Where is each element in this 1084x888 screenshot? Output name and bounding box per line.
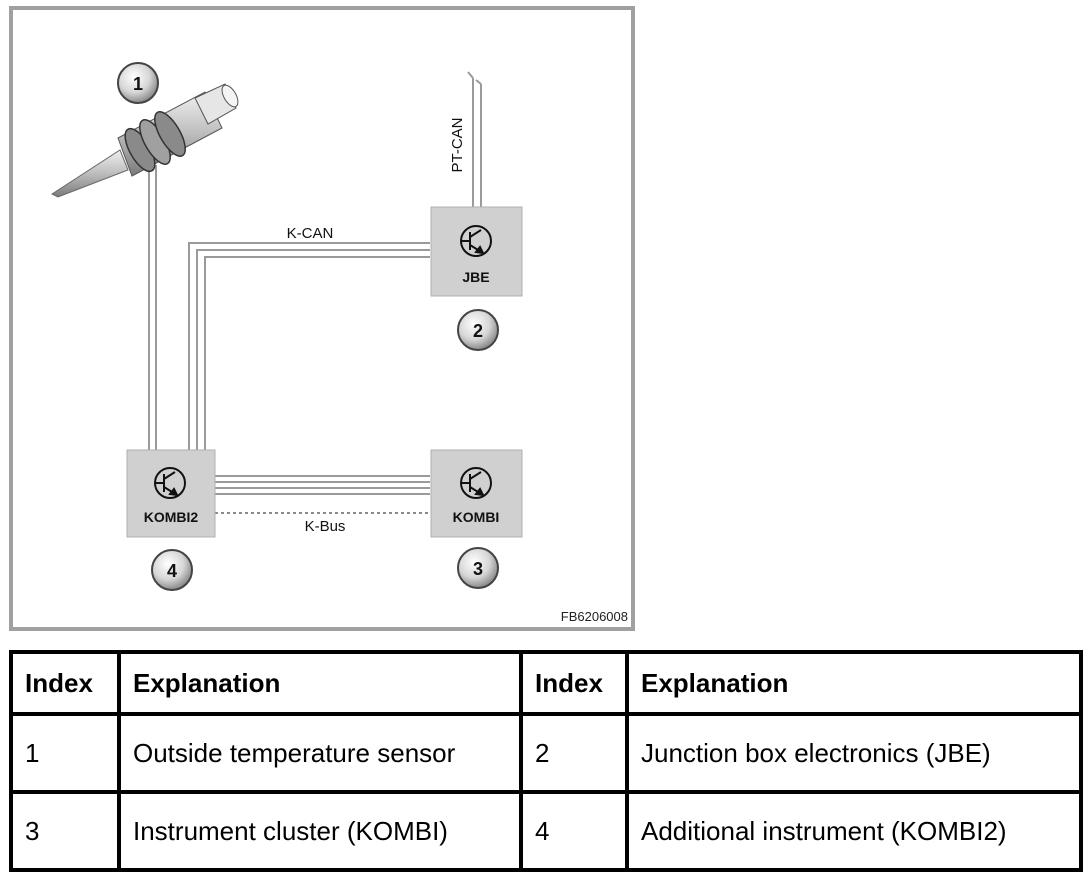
legend-table: Index Explanation Index Explanation 1 Ou…	[9, 650, 1083, 872]
figure-reference: FB6206008	[561, 609, 628, 624]
kombi2-label: KOMBI2	[144, 509, 199, 525]
callout-3: 3	[457, 547, 499, 589]
svg-text:4: 4	[167, 561, 177, 581]
legend-explanation-cell: Outside temperature sensor	[117, 712, 523, 794]
kombi-block: KOMBI	[430, 449, 523, 538]
k-can-label: K-CAN	[287, 225, 334, 242]
kombi-link-wires	[215, 475, 430, 495]
svg-text:3: 3	[473, 559, 483, 579]
table-row: 3 Instrument cluster (KOMBI) 4 Additiona…	[9, 790, 1083, 872]
svg-text:1: 1	[133, 74, 143, 94]
transistor-icon	[460, 467, 492, 499]
callout-4: 4	[151, 549, 193, 591]
legend-index-cell: 2	[519, 712, 629, 794]
svg-text:2: 2	[473, 321, 483, 341]
legend-header-row: Index Explanation Index Explanation	[9, 650, 1083, 716]
transistor-icon	[460, 225, 492, 257]
temperature-sensor-icon	[50, 83, 239, 198]
pt-can-label: PT-CAN	[449, 117, 466, 172]
legend-index-cell: 3	[9, 790, 121, 872]
legend-header-index: Index	[9, 650, 121, 716]
jbe-block: JBE	[430, 206, 523, 297]
network-diagram: JBE KOMBI2 KOMBI K-CAN K-Bus PT-CAN	[9, 6, 635, 631]
k-bus-label: K-Bus	[305, 518, 346, 535]
legend-explanation-cell: Junction box electronics (JBE)	[625, 712, 1083, 794]
pt-can-wire	[467, 71, 482, 207]
legend-explanation-cell: Instrument cluster (KOMBI)	[117, 790, 523, 872]
legend-header-explanation: Explanation	[625, 650, 1083, 716]
legend-header-index: Index	[519, 650, 629, 716]
callout-2: 2	[457, 309, 499, 351]
legend-explanation-cell: Additional instrument (KOMBI2)	[625, 790, 1083, 872]
legend-index-cell: 4	[519, 790, 629, 872]
jbe-label: JBE	[462, 269, 489, 285]
callout-1: 1	[117, 62, 159, 104]
legend-index-cell: 1	[9, 712, 121, 794]
transistor-icon	[154, 467, 186, 499]
diagram-frame	[9, 6, 635, 631]
k-can-wire	[188, 242, 430, 450]
kombi2-block: KOMBI2	[126, 449, 216, 538]
legend-header-explanation: Explanation	[117, 650, 523, 716]
table-row: 1 Outside temperature sensor 2 Junction …	[9, 712, 1083, 794]
kombi-label: KOMBI	[453, 509, 500, 525]
sensor-wire	[148, 165, 157, 450]
